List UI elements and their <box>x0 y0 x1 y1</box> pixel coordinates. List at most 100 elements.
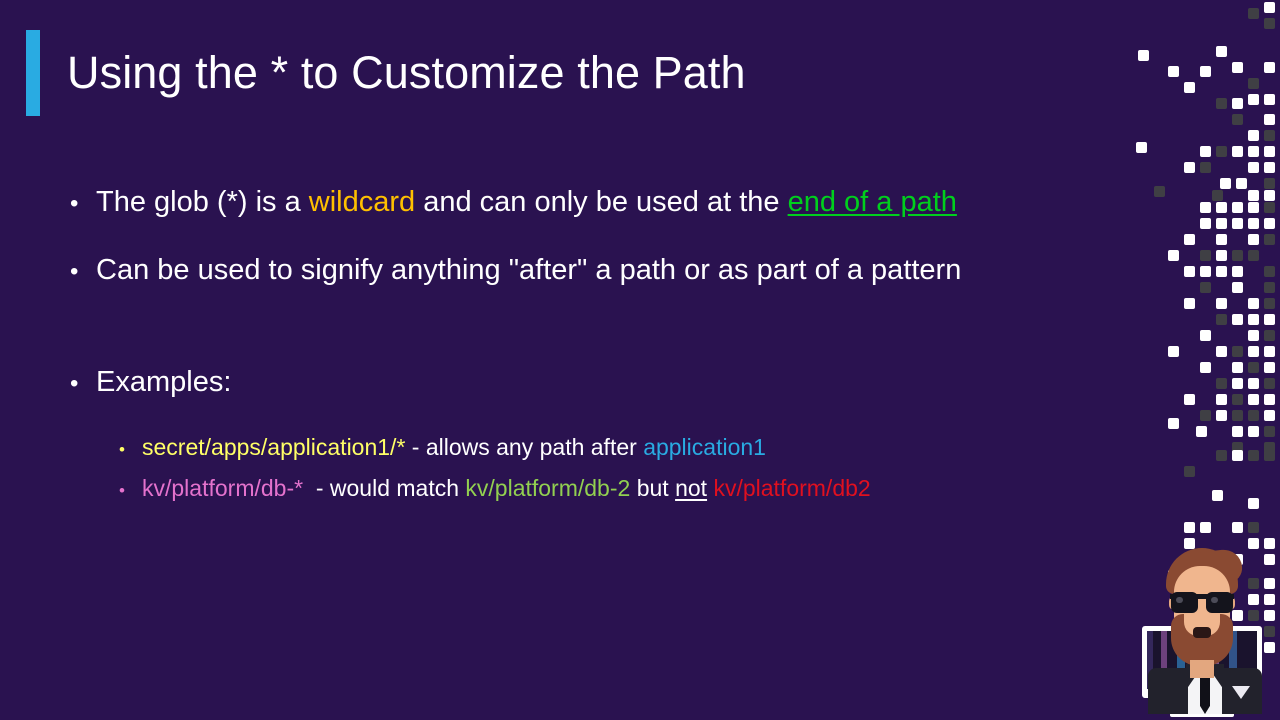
decorative-dot <box>1248 94 1259 105</box>
decorative-dot <box>1248 450 1259 461</box>
decorative-dot <box>1232 410 1243 421</box>
decorative-dot <box>1200 410 1211 421</box>
sub-bullet2-path: kv/platform/db-* <box>142 474 304 501</box>
decorative-dot <box>1264 18 1275 29</box>
decorative-dot <box>1264 218 1275 229</box>
bullet-marker: • <box>70 369 79 397</box>
decorative-dot <box>1264 146 1275 157</box>
decorative-dot <box>1248 78 1259 89</box>
body-spacer <box>70 322 1170 366</box>
decorative-dot <box>1216 250 1227 261</box>
decorative-dot <box>1264 314 1275 325</box>
decorative-dot <box>1248 202 1259 213</box>
decorative-dot <box>1264 202 1275 213</box>
decorative-dot <box>1232 98 1243 109</box>
decorative-dot <box>1168 66 1179 77</box>
decorative-dot <box>1184 466 1195 477</box>
mouth <box>1193 627 1211 638</box>
decorative-dot <box>1232 218 1243 229</box>
decorative-dot <box>1200 522 1211 533</box>
decorative-dot <box>1248 130 1259 141</box>
slide-title-row: Using the * to Customize the Path <box>0 30 746 116</box>
sub-bullet1-middle: - allows any path after <box>405 433 644 460</box>
bullet1-part2: and can only be used at the <box>415 186 788 218</box>
decorative-dot <box>1216 410 1227 421</box>
decorative-dot <box>1138 50 1149 61</box>
sub-bullet2-match: kv/platform/db-2 <box>465 474 631 501</box>
decorative-dot <box>1216 46 1227 57</box>
decorative-dot <box>1264 346 1275 357</box>
slide-body: • The glob (*) is a wildcard and can onl… <box>70 186 1170 516</box>
sunglasses-bridge-icon <box>1170 594 1234 599</box>
lens-glint-right <box>1211 597 1218 603</box>
decorative-dot <box>1212 190 1223 201</box>
decorative-dot <box>1248 298 1259 309</box>
decorative-dot <box>1216 98 1227 109</box>
decorative-dot <box>1200 66 1211 77</box>
decorative-dot <box>1232 362 1243 373</box>
sub-bullet-text: kv/platform/db-* - would match kv/platfo… <box>142 475 871 502</box>
bullet-marker: • <box>70 190 79 217</box>
decorative-dot <box>1200 202 1211 213</box>
decorative-dot <box>1248 190 1259 201</box>
bullet-item-examples: • Examples: <box>70 366 1170 400</box>
sub-bullet-marker: • <box>119 439 125 459</box>
decorative-dot <box>1184 522 1195 533</box>
decorative-dot <box>1184 82 1195 93</box>
decorative-dot <box>1216 202 1227 213</box>
decorative-dot <box>1200 162 1211 173</box>
decorative-dot <box>1184 162 1195 173</box>
decorative-dot <box>1232 282 1243 293</box>
avatar-head <box>1158 548 1246 680</box>
decorative-dot <box>1264 410 1275 421</box>
bullet1-wildcard-highlight: wildcard <box>308 186 416 218</box>
decorative-dot <box>1216 298 1227 309</box>
decorative-dot <box>1232 314 1243 325</box>
decorative-dot <box>1248 498 1259 509</box>
decorative-dot <box>1248 330 1259 341</box>
decorative-dot <box>1184 394 1195 405</box>
decorative-dot <box>1212 490 1223 501</box>
decorative-dot <box>1216 146 1227 157</box>
decorative-dot <box>1264 130 1275 141</box>
decorative-dot <box>1264 94 1275 105</box>
decorative-dot <box>1136 142 1147 153</box>
decorative-dot <box>1232 450 1243 461</box>
sub-bullet-item-secret-apps: • secret/apps/application1/* - allows an… <box>119 434 1170 461</box>
sunglasses-lens-right <box>1206 592 1233 613</box>
decorative-dot <box>1216 234 1227 245</box>
decorative-dot <box>1264 426 1275 437</box>
bullet-text: Can be used to signify anything "after" … <box>96 253 962 286</box>
decorative-dot <box>1184 266 1195 277</box>
decorative-dot <box>1264 2 1275 13</box>
decorative-dot <box>1264 442 1275 453</box>
decorative-dot <box>1264 394 1275 405</box>
decorative-dot <box>1264 450 1275 461</box>
decorative-dot <box>1248 8 1259 19</box>
decorative-dot <box>1216 394 1227 405</box>
decorative-dot <box>1248 234 1259 245</box>
decorative-dot <box>1248 394 1259 405</box>
decorative-dot <box>1232 522 1243 533</box>
decorative-dot <box>1264 282 1275 293</box>
decorative-dot <box>1264 178 1275 189</box>
lens-glint-left <box>1176 597 1183 603</box>
decorative-dot <box>1264 266 1275 277</box>
decorative-dot <box>1264 378 1275 389</box>
decorative-dot <box>1264 62 1275 73</box>
decorative-dot <box>1264 298 1275 309</box>
bullet-item-glob: • The glob (*) is a wildcard and can onl… <box>70 186 1170 220</box>
decorative-dot <box>1232 378 1243 389</box>
sub-bullet2-nomatch: kv/platform/db2 <box>713 474 871 501</box>
bullet1-end-of-path-link[interactable]: end of a path <box>787 186 957 218</box>
decorative-dot <box>1200 266 1211 277</box>
decorative-dot <box>1232 394 1243 405</box>
sub-bullet1-path: secret/apps/application1/* <box>142 433 406 460</box>
decorative-dot <box>1236 178 1247 189</box>
decorative-dot <box>1200 330 1211 341</box>
decorative-dot <box>1216 450 1227 461</box>
sub-bullet-marker: • <box>119 480 125 500</box>
decorative-dot <box>1264 190 1275 201</box>
decorative-dot <box>1196 426 1207 437</box>
